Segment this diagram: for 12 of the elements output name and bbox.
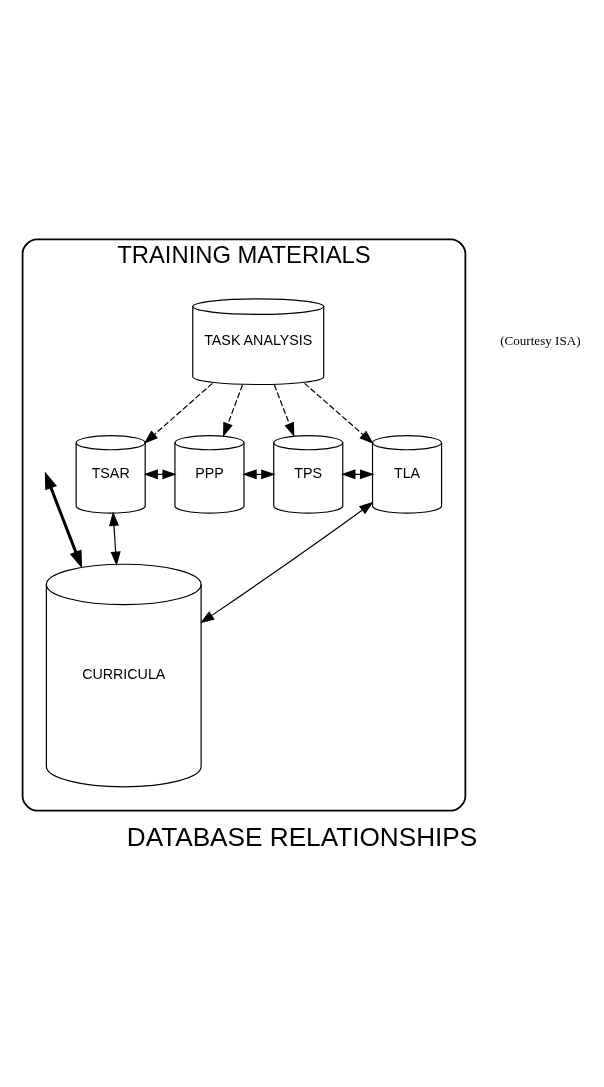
arrow: [44, 470, 83, 568]
arrow: [242, 468, 276, 479]
arrow: [303, 382, 374, 444]
arrow: [109, 511, 121, 566]
arrow: [200, 501, 374, 623]
arrow: [273, 383, 295, 437]
label: (Courtesy ISA): [500, 332, 581, 348]
diagram-title: DATABASE RELATIONSHIPS: [126, 821, 478, 852]
arrow: [143, 382, 213, 444]
arrow: [223, 383, 244, 437]
arrow: [341, 468, 375, 479]
arrow: [143, 468, 177, 479]
